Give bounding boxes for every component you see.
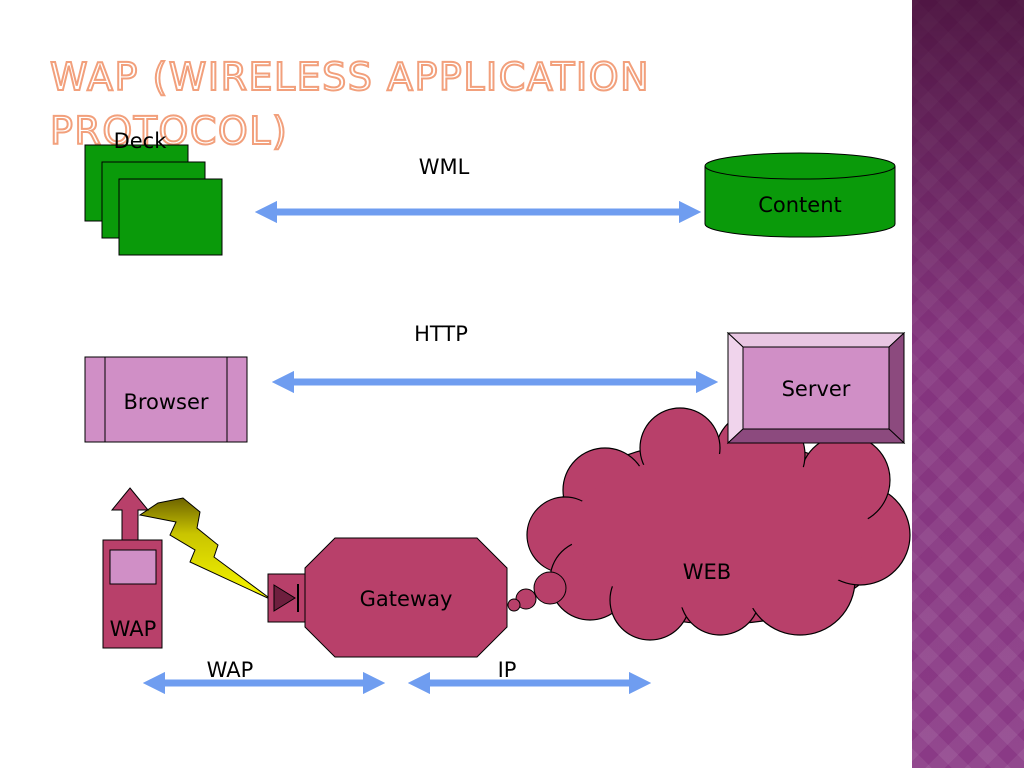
decorative-sidebar — [912, 0, 1024, 768]
browser-box — [84, 356, 248, 443]
web-label: WEB — [683, 560, 731, 584]
server-label: Server — [782, 377, 851, 401]
wap-phone — [102, 487, 163, 649]
play-arrow-icon — [273, 584, 296, 612]
wap-link-label: WAP — [207, 658, 254, 682]
content-label: Content — [758, 193, 842, 217]
browser-label: Browser — [123, 390, 208, 414]
cloud-connector — [507, 571, 567, 612]
wml-label: WML — [419, 155, 470, 179]
deck-label: Deck — [114, 129, 168, 153]
web-cloud — [526, 407, 911, 641]
deck-cards — [84, 144, 223, 256]
server-box — [726, 331, 906, 445]
phone-label: WAP — [110, 617, 157, 641]
content-database — [704, 152, 896, 238]
gateway-label: Gateway — [360, 587, 453, 611]
ip-link-label: IP — [498, 658, 517, 682]
http-label: HTTP — [414, 322, 468, 346]
gateway — [267, 537, 508, 658]
